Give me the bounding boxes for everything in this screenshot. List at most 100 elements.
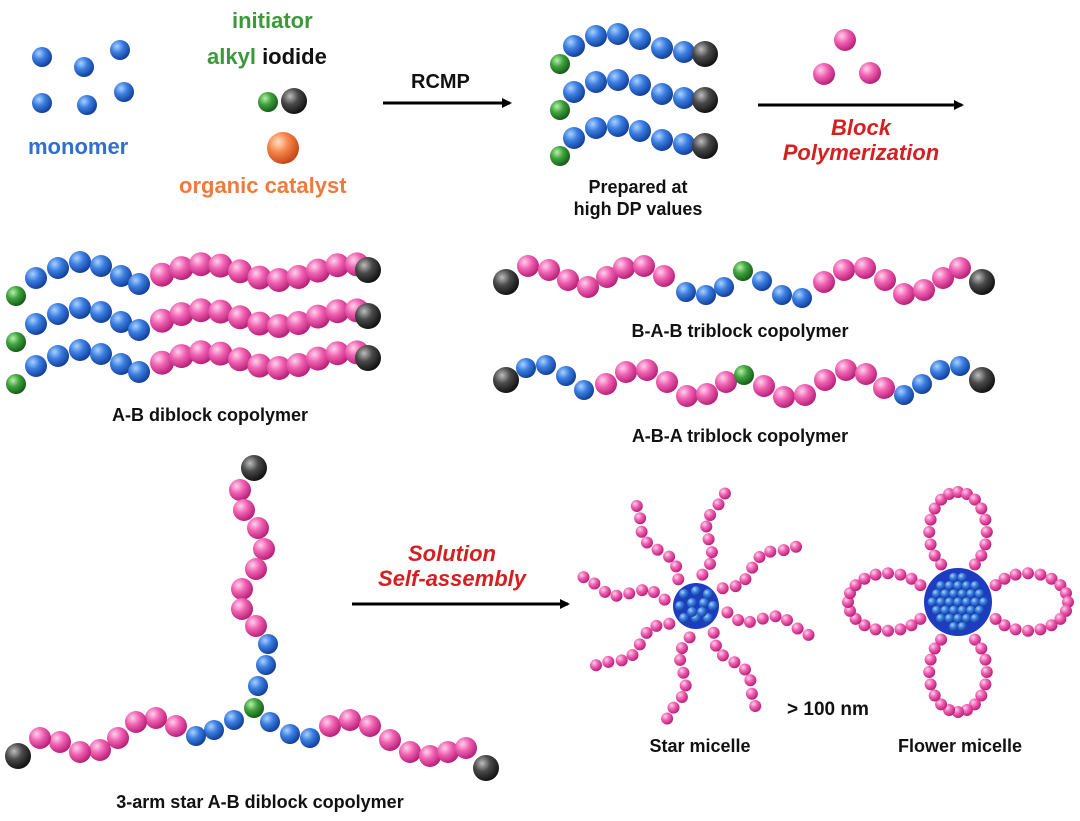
iodide-end-bead — [5, 743, 31, 769]
monomer-a-bead — [673, 87, 695, 109]
monomer-b-bead — [696, 383, 718, 405]
monomer-a-bead — [90, 301, 112, 323]
monomer-b-bead — [968, 493, 981, 506]
monomer-a-bead — [516, 358, 536, 378]
monomer-b-bead — [859, 62, 881, 84]
monomer-b-bead — [704, 557, 716, 570]
monomer-a-bead — [691, 586, 701, 596]
monomer-b-bead — [732, 614, 745, 626]
monomer-a-bead — [585, 71, 607, 93]
monomer-a-bead — [536, 355, 556, 375]
monomer-a-bead — [607, 115, 629, 137]
diblock-chain-3 — [6, 339, 381, 394]
monomer-b-bead — [633, 255, 655, 277]
monomer-a-bead — [204, 720, 224, 740]
monomer-b-bead — [849, 579, 862, 592]
monomer-a-bead — [676, 282, 696, 302]
monomer-a-bead — [966, 589, 976, 599]
monomer-b-bead — [905, 619, 918, 632]
monomer-b-bead — [709, 639, 722, 652]
monomer-a-bead — [894, 385, 914, 405]
catalyst-bead — [267, 132, 299, 164]
monomer-b-bead — [623, 587, 636, 600]
monomer-b-bead — [716, 582, 729, 595]
monomer-b-bead — [630, 500, 643, 512]
monomer-b-bead — [975, 549, 988, 562]
monomer-b-bead — [677, 666, 690, 679]
monomer-a-bead — [979, 597, 989, 607]
monomer-a-bead — [962, 581, 972, 591]
monomer-b-bead — [517, 255, 539, 277]
monomer-b-bead — [595, 373, 617, 395]
monomer-b-bead — [777, 544, 790, 557]
monomer-b-bead — [247, 353, 272, 378]
iodide-end-bead — [281, 88, 307, 114]
monomer-a-bead — [90, 255, 112, 277]
monomer-b-bead — [905, 572, 918, 585]
monomer-b-bead — [894, 568, 907, 581]
monomer-b-bead — [245, 615, 267, 637]
monomer-b-bead — [247, 265, 272, 290]
monomer-b-bead — [107, 727, 129, 749]
macroinitiator-chain-1 — [550, 23, 718, 74]
monomer-b-bead — [89, 739, 111, 761]
monomer-b-bead — [231, 578, 253, 600]
initiator-bead — [733, 261, 753, 281]
monomer-b-bead — [696, 568, 709, 581]
monomer-b-bead — [267, 356, 291, 380]
monomer-a-bead — [258, 634, 278, 654]
monomer-b-bead — [125, 711, 147, 733]
monomer-b-bead — [306, 304, 330, 329]
monomer-b-bead — [228, 259, 252, 284]
monomer-b-bead — [753, 375, 775, 397]
iodide-end-bead — [355, 345, 381, 371]
size-label: > 100 nm — [787, 699, 869, 720]
monomer-b-bead — [189, 340, 213, 365]
monomer-a-bead — [186, 726, 206, 746]
monomer-b-bead — [613, 257, 635, 279]
monomer-a-bead — [679, 589, 689, 599]
monomer-a-bead — [944, 597, 955, 607]
monomer-a-bead — [957, 622, 967, 632]
monomer-b-bead — [253, 538, 275, 560]
monomer-b-bead — [716, 649, 729, 662]
monomer-b-bead — [229, 479, 251, 501]
block-polymerization-label: Block Polymerization — [758, 115, 964, 166]
monomer-b-bead — [743, 615, 756, 628]
monomer-b-bead — [231, 598, 253, 620]
monomer-b-bead — [651, 543, 664, 556]
monomer-b-bead — [980, 666, 993, 678]
block-line-2: Polymerization — [782, 140, 940, 166]
monomer-a-bead — [585, 117, 607, 139]
monomer-b-bead — [794, 384, 816, 406]
rcmp-label: RCMP — [411, 71, 470, 93]
monomer-a-bead — [128, 361, 150, 383]
diblock-caption: A-B diblock copolymer — [111, 405, 309, 425]
monomer-b-bead — [286, 265, 311, 289]
monomer-a-bead — [128, 319, 150, 341]
monomer-a-bead — [927, 597, 937, 607]
monomer-a-bead — [47, 257, 69, 279]
monomer-a-bead — [77, 95, 97, 115]
monomer-a-bead — [110, 353, 132, 375]
monomer-b-bead — [615, 654, 628, 667]
monomer-b-bead — [683, 631, 696, 644]
monomer-b-bead — [325, 341, 350, 366]
monomer-b-bead — [674, 653, 687, 666]
monomer-a-bead — [114, 82, 134, 102]
monomer-a-bead — [912, 374, 932, 394]
monomer-b-bead — [989, 612, 1002, 625]
prepared-line-2: high DP values — [573, 198, 703, 219]
monomer-a-bead — [936, 597, 946, 607]
monomer-a-bead — [280, 724, 300, 744]
monomer-a-bead — [574, 380, 594, 400]
monomer-b-bead — [306, 258, 330, 283]
monomer-b-bead — [928, 549, 941, 562]
iodide-end-bead — [355, 257, 381, 283]
monomer-b-bead — [979, 513, 992, 526]
monomer-a-bead — [563, 81, 585, 103]
monomer-b-bead — [975, 689, 988, 702]
monomer-a-bead — [260, 712, 280, 732]
monomer-a-bead — [110, 265, 132, 287]
monomer-a-bead — [936, 613, 946, 624]
